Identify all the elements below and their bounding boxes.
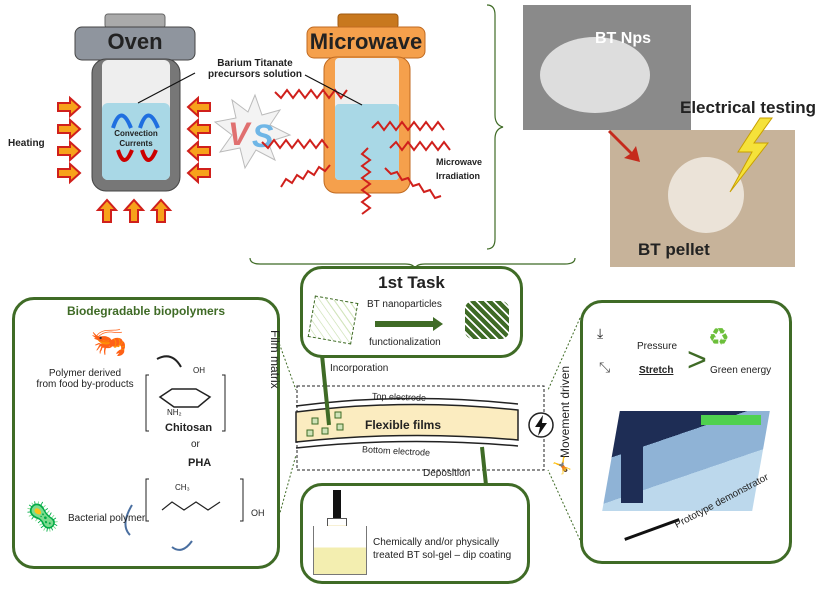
convection-line-1: Convection	[114, 129, 158, 138]
top-electrode-label: Top electrode	[371, 391, 427, 403]
prototype-box: ⤓ Pressure ⤡ Stretch > ♻ Green energy Pr…	[580, 300, 792, 564]
pressure-icon: ⤓	[597, 325, 604, 341]
flexible-films-label: Flexible films	[365, 418, 442, 432]
flexible-film-band	[295, 403, 519, 443]
chemical-structures	[124, 355, 244, 551]
svg-text:S: S	[252, 118, 274, 154]
green-energy-icon: ♻	[708, 324, 730, 351]
food-line-2: from food by-products	[36, 379, 134, 390]
chitosan-nh2-label: NH₂	[167, 408, 182, 417]
bacterial-polymer-label: Bacterial polymer	[68, 513, 146, 524]
chevron-icon: >	[687, 341, 707, 379]
task-title: 1st Task	[378, 273, 445, 292]
heating-arrows	[57, 95, 211, 223]
chitosan-label: Chitosan	[165, 422, 213, 434]
prototype-column	[621, 423, 643, 503]
bt-nps-label: BT Nps	[595, 30, 651, 47]
pha-oh-label: OH	[251, 508, 265, 518]
biopolymers-box: Biodegradable biopolymers 🦐 Polymer deri…	[12, 297, 280, 569]
zoom-lines	[277, 317, 581, 541]
dip-line-1: Chemically and/or physically	[373, 537, 500, 548]
task-line-1: BT nanoparticles	[367, 299, 442, 310]
movement-person-icon: 🤸	[552, 458, 572, 475]
sol-gel-beaker	[313, 526, 367, 575]
movement-driven-label: Movement driven	[558, 365, 572, 458]
deposition-label: Deposition	[423, 468, 471, 479]
bare-nanoparticles-icon	[307, 295, 359, 345]
functionalization-arrow	[375, 321, 433, 327]
microwave-waves	[261, 88, 451, 215]
right-brace	[486, 4, 504, 250]
dip-line-2: treated BT sol-gel – dip coating	[373, 550, 512, 561]
bacteria-icon: 🦠	[25, 501, 60, 532]
convection-arrows	[111, 113, 160, 162]
lightning-icon	[729, 117, 773, 193]
first-task-box: 1st Task BT nanoparticles functionalizat…	[300, 266, 523, 358]
functionalized-nanoparticles-icon	[465, 301, 509, 339]
precursor-line-1: Barium Titanate	[217, 58, 293, 69]
irradiation-line-1: Microwave	[436, 157, 483, 167]
shrimp-icon: 🦐	[90, 326, 128, 359]
chitosan-oh-label: OH	[193, 366, 205, 375]
precursor-line-2: precursors solution	[208, 69, 302, 80]
electrical-testing-label: Electrical testing	[680, 98, 817, 117]
nanoparticles-in-film	[306, 411, 344, 437]
task-line-2: functionalization	[369, 337, 441, 348]
incorporation-label: Incorporation	[330, 363, 389, 374]
food-line-1: Polymer derived	[48, 368, 122, 379]
pha-ch3-label: CH₃	[175, 483, 190, 492]
incorporation-arrow	[320, 354, 331, 426]
prototype-screen	[701, 415, 761, 425]
pointer-arrows	[137, 72, 363, 106]
movement-double-arrow	[624, 518, 680, 541]
convection-line-2: Currents	[119, 139, 153, 148]
microwave-vial	[306, 13, 426, 194]
oven-label: Oven	[107, 29, 163, 54]
convection-label: Convection Currents	[102, 129, 170, 149]
pha-label: PHA	[188, 457, 212, 469]
biopolymers-title: Biodegradable biopolymers	[66, 304, 226, 318]
food-polymer-label: Polymer derived from food by-products	[30, 368, 140, 390]
vs-burst: V S	[213, 93, 292, 170]
arrow-to-pellet	[608, 130, 640, 162]
or-label: or	[191, 439, 200, 450]
pressure-label: Pressure	[637, 341, 678, 352]
arrowhead	[433, 317, 443, 331]
heating-label: Heating	[8, 138, 45, 149]
svg-text:V: V	[228, 116, 252, 152]
irradiation-label: Microwave Irradiation	[436, 155, 482, 183]
stretch-icon: ⤡	[599, 359, 611, 375]
film-matrix-label: Film matrix	[268, 330, 282, 389]
deposition-arrow	[480, 446, 488, 486]
irradiation-line-2: Irradiation	[436, 171, 481, 181]
microwave-label: Microwave	[309, 29, 423, 54]
dip-coating-box: Chemically and/or physically treated BT …	[300, 483, 530, 584]
precursor-label: Barium Titanate precursors solution	[195, 58, 315, 80]
green-energy-label: Green energy	[710, 365, 772, 376]
dip-coating-label: Chemically and/or physically treated BT …	[373, 536, 511, 562]
bt-pellet-label: BT pellet	[638, 240, 710, 259]
dip-holder	[333, 490, 341, 518]
stretch-label: Stretch	[639, 365, 674, 376]
